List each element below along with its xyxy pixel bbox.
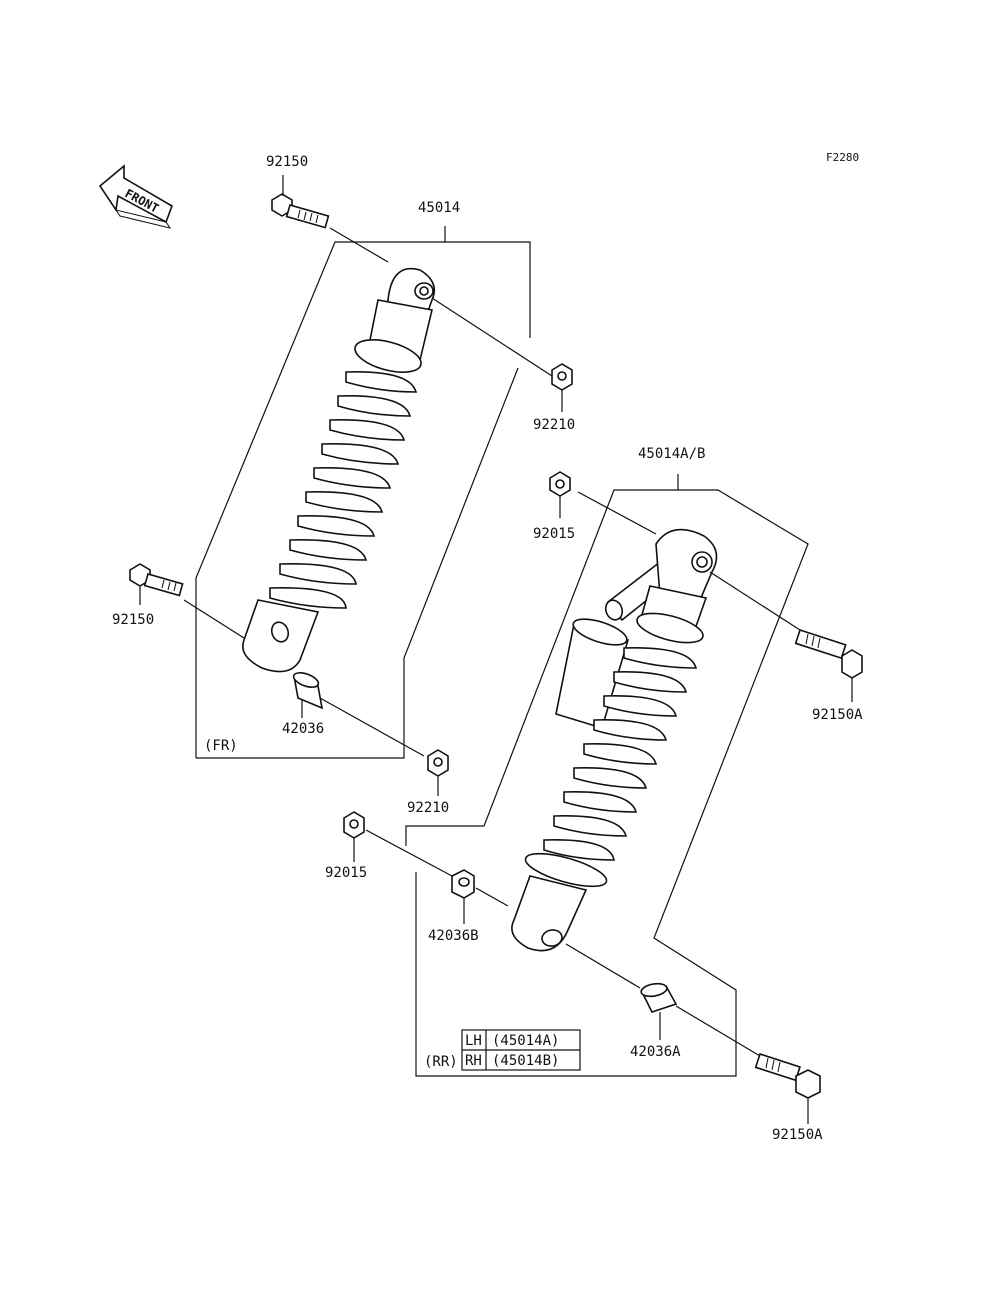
- label-front-lower-bolt: 92150: [112, 612, 154, 628]
- label-front-lower-nut: 92210: [407, 800, 449, 816]
- front-lower-bolt: [129, 563, 184, 597]
- variant-table: LH (45014A) RH (45014B): [461, 1029, 581, 1071]
- label-rear-lower-bolt: 92150A: [772, 1127, 823, 1143]
- label-front-collar: 42036: [282, 721, 324, 737]
- front-arrow-icon: FRONT: [98, 164, 173, 229]
- rear-shock-absorber: [511, 528, 718, 952]
- front-top-bolt: [271, 193, 330, 229]
- variant-row-lh-side: LH: [465, 1033, 482, 1049]
- front-upper-nut: [551, 363, 573, 391]
- rear-collar-a: [640, 982, 678, 1013]
- label-front-group: (FR): [204, 738, 238, 754]
- label-rear-upper-bolt: 92150A: [812, 707, 863, 723]
- label-rear-shock-assembly: 45014A/B: [638, 446, 705, 462]
- label-rear-lower-nut: 92015: [325, 865, 367, 881]
- figure-code: F2280: [826, 151, 859, 164]
- rear-upper-nut: [549, 471, 571, 497]
- label-front-shock-bolt: 92150: [266, 154, 308, 170]
- rear-group-frame: [405, 474, 809, 1077]
- front-lower-nut: [427, 749, 449, 777]
- rear-spring-coils: [543, 647, 698, 861]
- front-group-frame: [195, 226, 531, 759]
- rear-lower-nut: [343, 811, 365, 839]
- label-rear-collar-a: 42036A: [630, 1044, 681, 1060]
- front-collar: [292, 672, 324, 710]
- rear-collar-b: [451, 869, 475, 899]
- label-rear-collar-b: 42036B: [428, 928, 479, 944]
- front-spring-coils: [269, 371, 418, 609]
- front-shock-absorber: [242, 267, 436, 673]
- rear-upper-bolt: [794, 628, 863, 679]
- rear-lower-bolt: [754, 1052, 821, 1099]
- label-front-upper-nut: 92210: [533, 417, 575, 433]
- variant-row-rh-side: RH: [465, 1053, 482, 1069]
- label-front-shock-assembly: 45014: [418, 200, 460, 216]
- variant-row-lh-part: (45014A): [492, 1033, 559, 1049]
- label-rear-upper-nut: 92015: [533, 526, 575, 542]
- label-rear-group: (RR): [424, 1054, 458, 1070]
- variant-row-rh-part: (45014B): [492, 1053, 559, 1069]
